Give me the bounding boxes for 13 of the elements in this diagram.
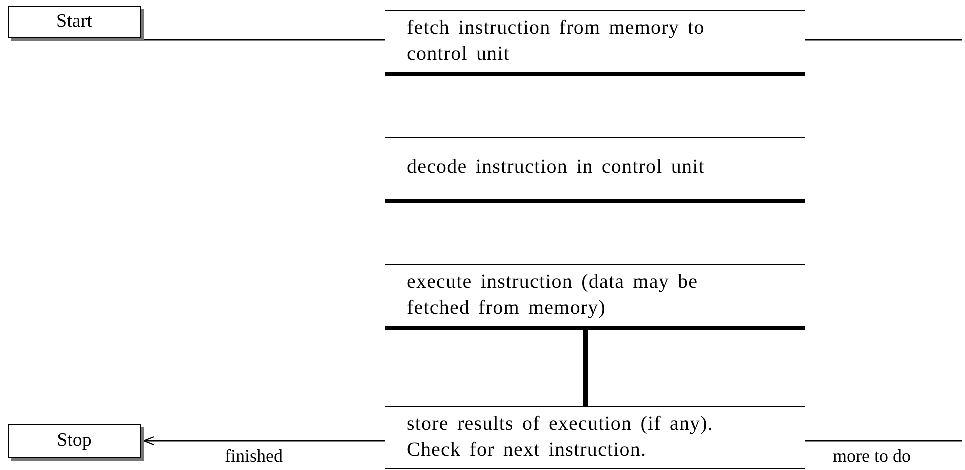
step-text: Stop <box>57 430 92 452</box>
step-text: decode instruction in control unit <box>407 156 705 178</box>
connector-line <box>144 39 385 41</box>
connector-line <box>805 39 962 41</box>
step-text: store results of execution (if any). Check for next instruction. <box>407 413 714 461</box>
connector-line <box>143 436 385 446</box>
terminal-box <box>8 6 141 38</box>
terminal-box <box>8 424 141 458</box>
step-text: fetch instruction from memory to control unit <box>407 17 705 65</box>
connector-line <box>584 330 588 406</box>
connector-line <box>805 440 962 442</box>
step-text: Start <box>56 11 92 33</box>
step-text: execute instruction (data may be fetched from memory) <box>407 271 698 319</box>
